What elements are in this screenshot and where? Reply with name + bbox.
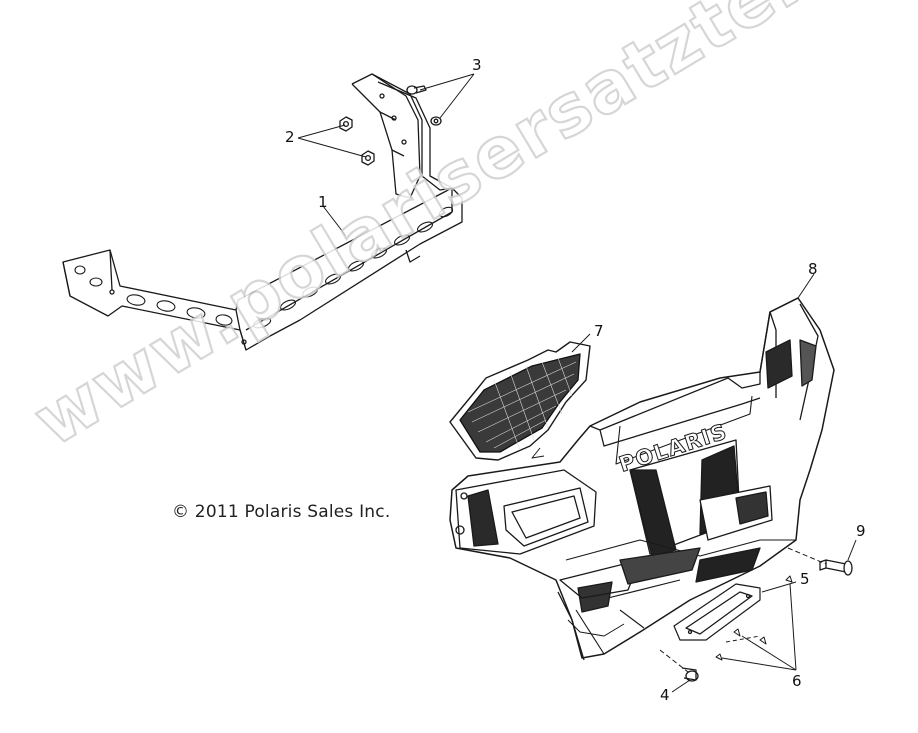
lower-bolt-part [681, 667, 699, 682]
callout-1: 1 [318, 193, 328, 211]
callout-7: 7 [594, 322, 604, 340]
bolt-parts [406, 85, 442, 126]
callout-9: 9 [856, 522, 866, 540]
callout-3: 3 [472, 56, 482, 74]
callout-5: 5 [800, 570, 810, 588]
push-rivet-parts [715, 575, 793, 661]
copyright-notice: © 2011 Polaris Sales Inc. [172, 502, 391, 522]
callout-2: 2 [285, 128, 295, 146]
side-bolt-part [819, 559, 853, 576]
leader-lines [297, 73, 857, 693]
polaris-bumper-logo: POLARIS [616, 419, 730, 477]
nut-parts [339, 116, 375, 166]
brush-guard-bar [62, 73, 463, 351]
callout-6: 6 [792, 672, 802, 690]
grille-insert [449, 341, 591, 461]
callout-4: 4 [660, 686, 670, 704]
callout-8: 8 [808, 260, 818, 278]
front-bumper-fascia [449, 297, 835, 661]
lower-cover-plate [673, 583, 761, 641]
